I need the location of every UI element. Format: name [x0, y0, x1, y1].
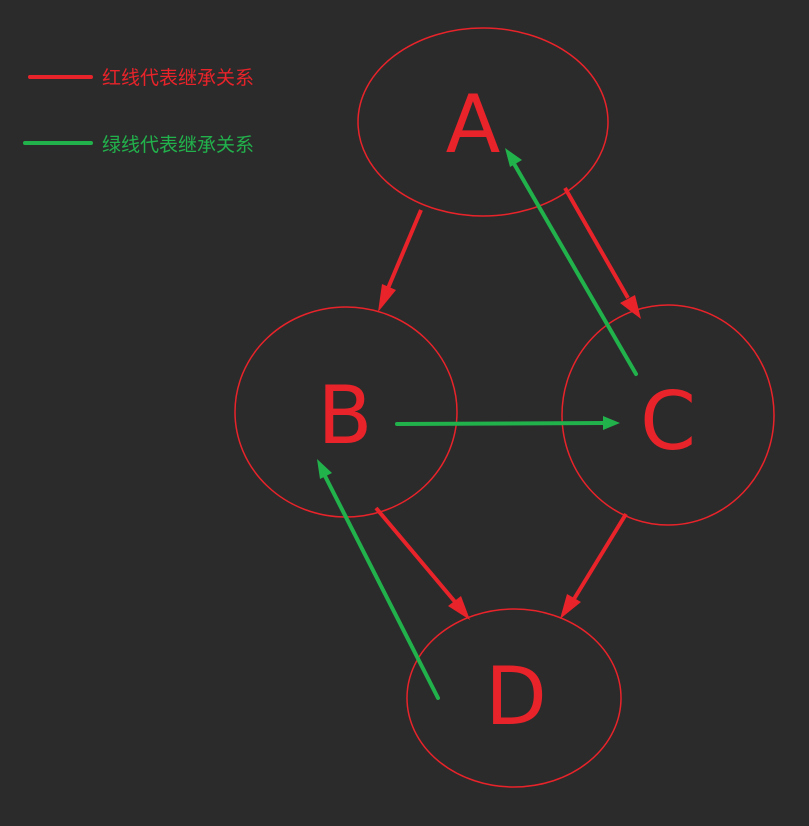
legend: 红线代表继承关系 绿线代表继承关系: [23, 67, 254, 156]
node-c-label: C: [640, 375, 696, 468]
node-a-label: A: [446, 78, 501, 171]
green-arrow-d-to-b: [317, 459, 440, 700]
legend-green-label: 绿线代表继承关系: [102, 134, 254, 156]
green-arrow-c-to-a: [505, 148, 638, 376]
node-a-circle: [357, 27, 609, 217]
node-d-label: D: [485, 650, 547, 743]
red-arrow-b-to-d: [374, 506, 470, 620]
red-arrow-a-to-b: [378, 209, 423, 312]
node-d-circle: [406, 608, 622, 788]
node-b-label: B: [318, 369, 373, 462]
node-c-circle: [561, 304, 775, 526]
green-arrow-b-to-c: [395, 416, 620, 430]
legend-red-label: 红线代表继承关系: [102, 67, 254, 89]
red-arrow-c-to-d: [560, 512, 628, 619]
red-arrow-a-to-c: [563, 187, 641, 319]
